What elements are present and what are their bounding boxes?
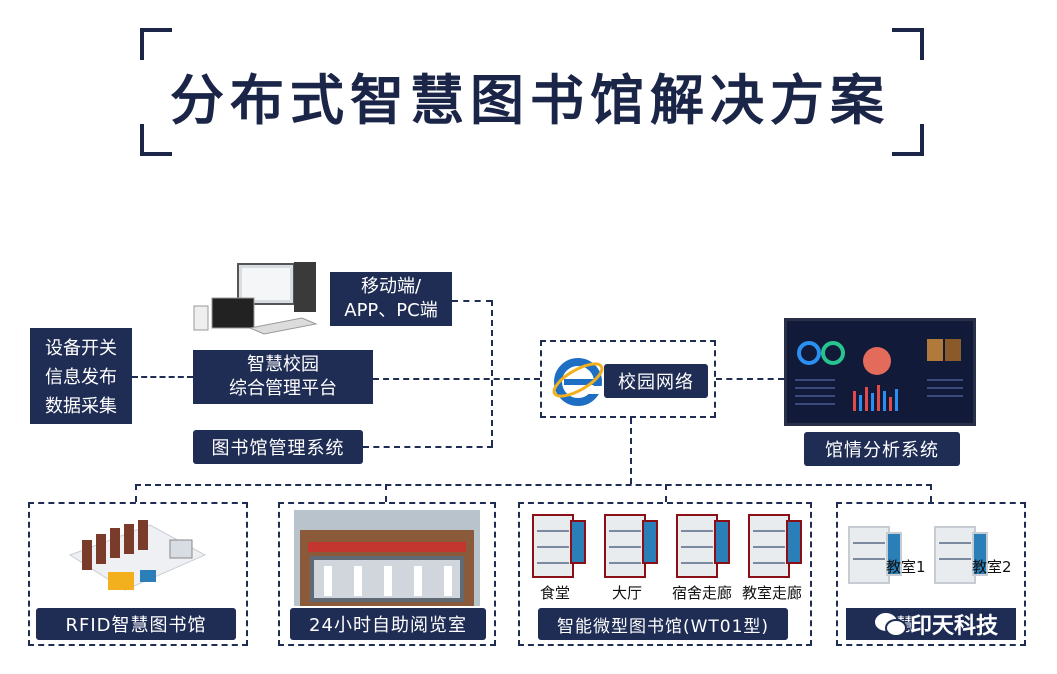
panel-micro-library [518,502,812,646]
page-title: 分布式智慧图书馆解决方案 [170,68,890,132]
watermark-text: 印天科技 [910,614,999,639]
analysis-system-box: 馆情分析系统 [804,432,960,466]
connector-platform-network [373,378,540,380]
classroom-cabinet-1 [848,526,902,584]
panel-classroom [836,502,1026,646]
rfid-label: RFID智慧图书馆 [36,608,236,640]
location-classroom-2: 教室2 [972,558,1012,576]
mobile-line-2: APP、PC端 [344,300,438,321]
mobile-app-box: 移动端/ APP、PC端 [330,272,452,326]
location-dorm-corridor: 宿舍走廊 [672,584,733,602]
dashboard-graphic [795,339,963,411]
panel-reading-room [278,502,496,646]
device-line-1: 设备开关 [45,337,117,359]
micro-cabinet-1 [532,514,586,578]
wechat-icon [873,611,907,637]
campus-platform-box: 智慧校园 综合管理平台 [193,350,373,404]
micro-cabinet-4 [748,514,802,578]
connector-library-right [363,446,493,448]
title-bracket-top-left [140,28,172,60]
micro-library-label: 智能微型图书馆(WT01型) [538,608,788,640]
reading-room-illustration [294,510,480,606]
title-bracket-top-right [892,28,924,60]
connector-network-analysis [716,378,784,380]
library-system-box: 图书馆管理系统 [193,430,363,464]
connector-device-platform [132,376,193,378]
panel-rfid [28,502,248,646]
location-hall: 大厅 [612,584,643,602]
mobile-line-1: 移动端/ [360,276,422,297]
connector-right-vertical [491,300,493,446]
campus-network-frame [540,340,716,418]
title-bracket-bottom-left [140,124,172,156]
connector-drop-classroom [930,484,932,502]
device-control-box: 设备开关 信息发布 数据采集 [30,328,132,424]
dashboard-screen [784,318,976,426]
reading-room-label: 24小时自助阅览室 [290,608,486,640]
location-classroom-1: 教室1 [886,558,926,576]
campus-network-label: 校园网络 [604,364,708,398]
watermark: 印天科技 [872,606,1022,642]
device-line-3: 数据采集 [45,396,117,418]
internet-explorer-icon [552,358,604,406]
micro-cabinet-3 [676,514,730,578]
connector-mobile-right [452,300,492,302]
device-line-2: 信息发布 [45,366,117,388]
title-bracket-bottom-right [892,124,924,156]
campus-platform-line-1: 智慧校园 [247,354,319,375]
connector-bus [135,484,932,486]
computer-icon [193,262,318,335]
location-canteen: 食堂 [540,584,571,602]
classroom-cabinet-2 [934,526,988,584]
connector-drop-rfid [135,484,137,502]
connector-network-down [630,418,632,484]
location-classroom-corridor: 教室走廊 [742,584,803,602]
campus-platform-line-2: 综合管理平台 [229,378,337,399]
connector-drop-micro-library [665,484,667,502]
connector-drop-reading-room [385,484,387,502]
rfid-library-illustration [68,520,207,591]
micro-cabinet-2 [604,514,658,578]
